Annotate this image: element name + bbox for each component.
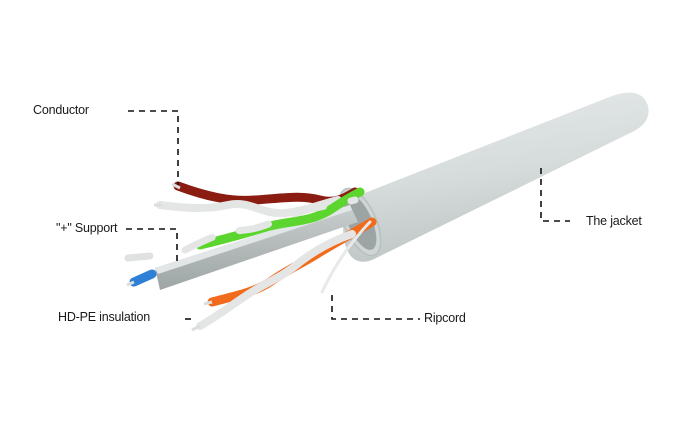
conductor-leader (128, 110, 179, 185)
label-support: "+" Support (56, 221, 118, 235)
label-jacket: The jacket (586, 214, 642, 228)
label-conductor: Conductor (33, 103, 89, 117)
ripcord (320, 220, 372, 294)
label-insulation: HD-PE insulation (58, 310, 150, 324)
green-pair (124, 187, 365, 262)
jacket-leader (540, 168, 570, 222)
ripcord-leader (331, 295, 420, 320)
blue-pair (126, 269, 157, 287)
orange-pair (191, 217, 377, 332)
label-ripcord: Ripcord (424, 311, 466, 325)
support-leader (126, 228, 178, 262)
jacket (338, 92, 649, 262)
leader-lines (126, 110, 570, 320)
